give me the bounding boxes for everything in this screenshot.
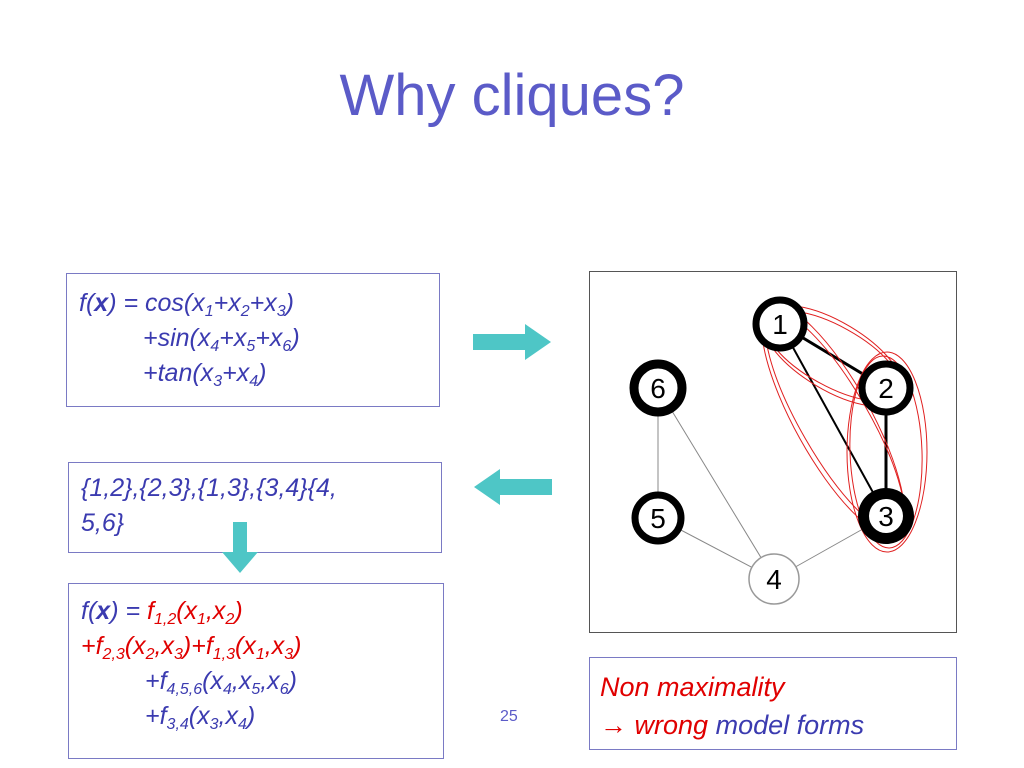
slide-title: Why cliques? <box>339 63 685 128</box>
right-arrow-icon <box>473 324 551 360</box>
arrow-right-icon: → <box>600 710 627 740</box>
non-maximality-note: Non maximality → wrong model forms <box>589 657 957 750</box>
node-3: 3 <box>858 488 914 544</box>
node-2: 2 <box>858 360 914 416</box>
graph-panel: 1 2 3 4 5 6 <box>589 271 957 633</box>
function-line-2: +sin(x4+x5+x6) <box>143 324 300 355</box>
factor-line-3: +f4,5,6(x4,x5,x6) <box>145 667 297 698</box>
svg-text:2: 2 <box>878 373 894 404</box>
factorized-function-box: f(x) = f1,2(x1,x2) +f2,3(x2,x3)+f1,3(x1,… <box>68 583 444 759</box>
factor-line-2: +f2,3(x2,x3)+f1,3(x1,x3) <box>81 632 302 663</box>
page-number: 25 <box>500 708 518 725</box>
factor-line-4: +f3,4(x3,x4) <box>145 702 256 733</box>
svg-text:4: 4 <box>766 564 782 595</box>
function-line-1: f(x) = cos(x1+x2+x3) <box>79 289 294 320</box>
edge-1-3 <box>779 323 887 517</box>
node-1: 1 <box>752 296 808 352</box>
note-line-2: → wrong model forms <box>600 710 865 740</box>
function-line-3: +tan(x3+x4) <box>143 359 267 390</box>
node-4: 4 <box>748 553 800 605</box>
svg-text:6: 6 <box>650 373 666 404</box>
function-box: f(x) = cos(x1+x2+x3) +sin(x4+x5+x6) +tan… <box>66 273 440 407</box>
node-5: 5 <box>631 491 685 545</box>
clique-list-box: {1,2},{2,3},{1,3},{3,4}{4, 5,6} <box>68 462 442 553</box>
left-arrow-icon <box>474 469 552 505</box>
clique-graph: 1 2 3 4 5 6 <box>629 296 928 605</box>
node-6: 6 <box>629 359 687 417</box>
edge-6-4 <box>657 387 775 580</box>
clique-outline-2-3 <box>846 351 928 553</box>
clique-list-line-2: 5,6} <box>81 509 125 537</box>
clique-list-line-1: {1,2},{2,3},{1,3},{3,4}{4, <box>81 474 337 502</box>
svg-text:5: 5 <box>650 503 666 534</box>
note-line-1: Non maximality <box>600 672 785 702</box>
down-arrow-icon <box>222 522 258 573</box>
factor-line-1: f(x) = f1,2(x1,x2) <box>81 597 243 628</box>
svg-text:1: 1 <box>772 309 788 340</box>
svg-text:3: 3 <box>878 501 894 532</box>
